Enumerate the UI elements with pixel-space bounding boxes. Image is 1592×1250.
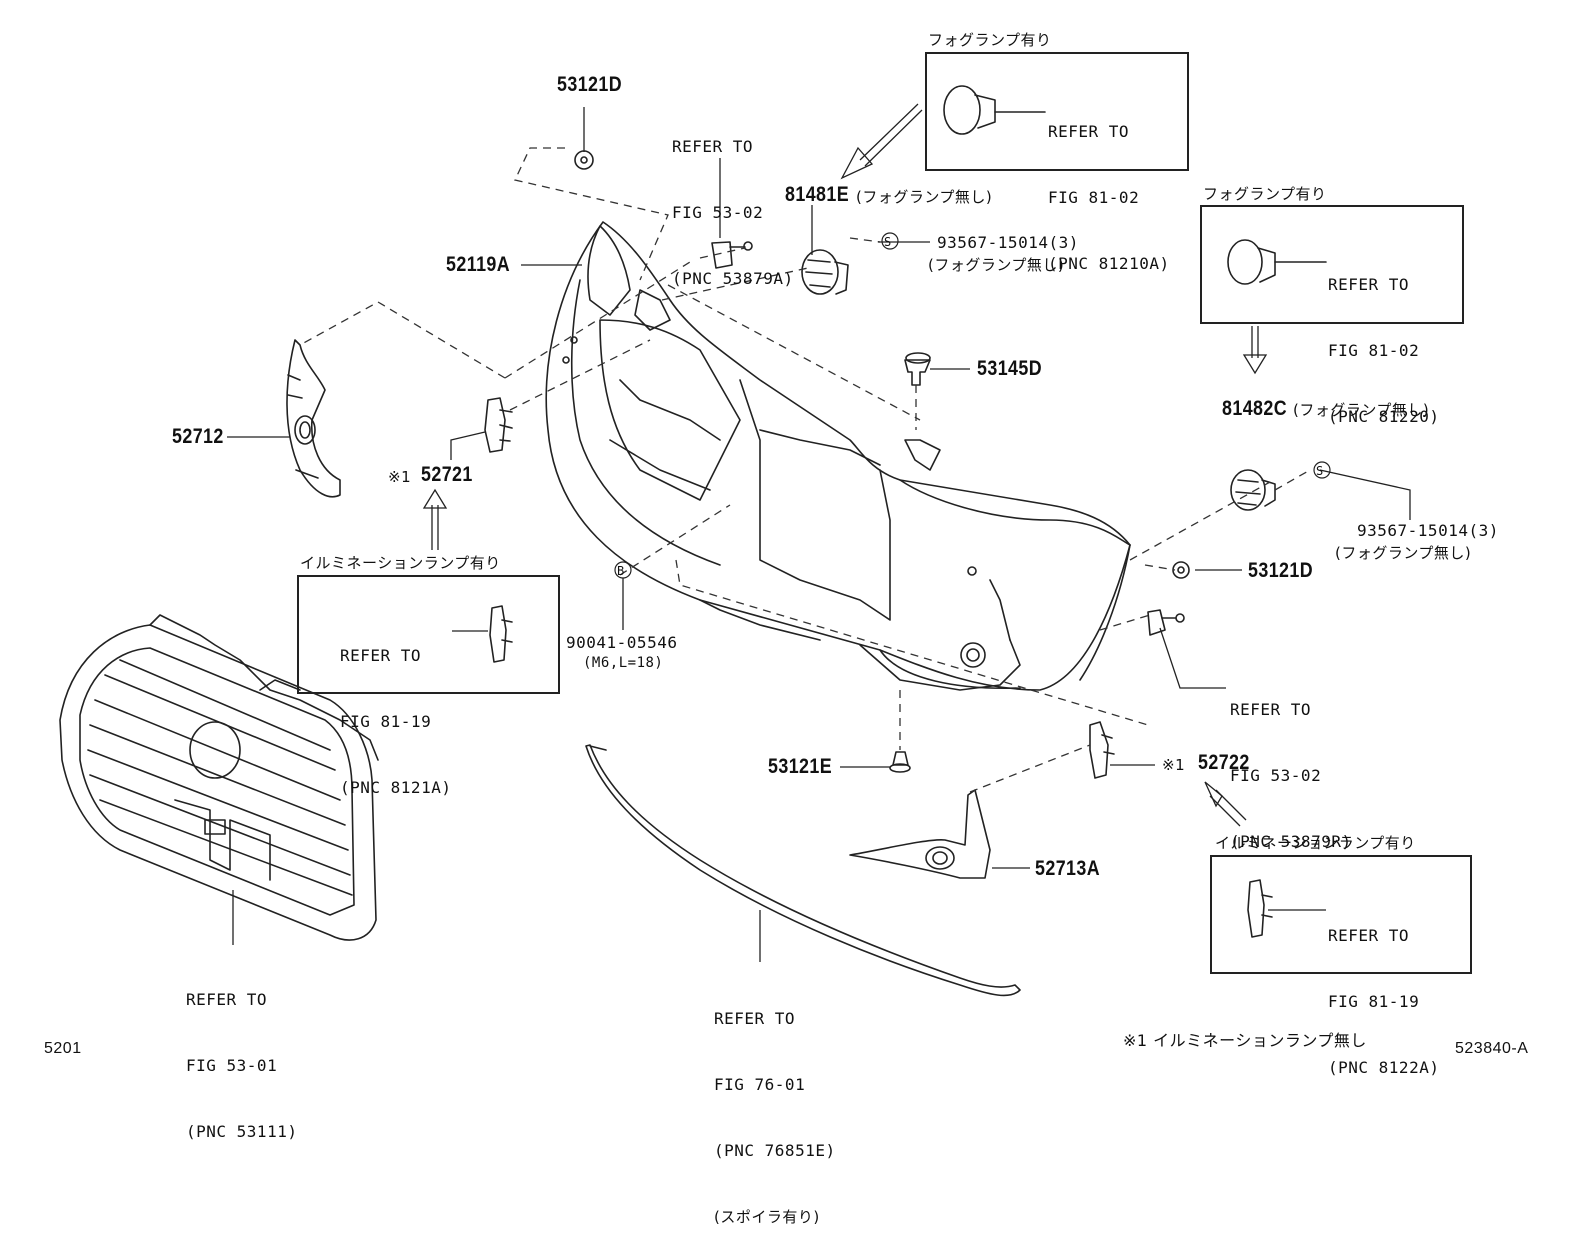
- bumper-cover-drawing: [545, 221, 1131, 691]
- part-52712[interactable]: 52712: [172, 425, 224, 448]
- side-panel-left-drawing: [286, 339, 341, 498]
- fog-right-title: フォグランプ有り: [1203, 185, 1327, 203]
- part-53121D-right[interactable]: 53121D: [1248, 559, 1314, 582]
- illum-lamp-left-drawing: [484, 397, 513, 453]
- ref-8122A-line1: REFER TO: [1328, 926, 1410, 945]
- ref-53879A-line2: FIG 53-02: [672, 203, 764, 222]
- illum-lamp-right-box: [1210, 855, 1472, 974]
- illum-lamp-left-box: [297, 575, 560, 694]
- fog-lamp-right-box: [1200, 205, 1464, 324]
- part-81481E[interactable]: 81481E: [785, 183, 850, 206]
- ref-81220-line3: (PNC 81220): [1328, 407, 1440, 426]
- part-53121D-top[interactable]: 53121D: [557, 73, 623, 96]
- ref-53879R[interactable]: REFER TO FIG 53-02 (PNC 53879R): [1230, 655, 1352, 875]
- ref-53111-line1: REFER TO: [186, 990, 268, 1009]
- ref-81210A-line3: (PNC 81210A): [1048, 254, 1170, 273]
- footer-right-code: 523840-A: [1455, 1040, 1529, 1057]
- part-53145D[interactable]: 53145D: [977, 357, 1043, 380]
- ref-81220-line2: FIG 81-02: [1328, 341, 1420, 360]
- ref-8122A-line3: (PNC 8122A): [1328, 1058, 1440, 1077]
- ref-53879R-line3: (PNC 53879R): [1230, 832, 1352, 851]
- ref-8121A-line3: (PNC 8121A): [340, 778, 452, 797]
- ref-81210A-line1: REFER TO: [1048, 122, 1130, 141]
- ref-76851E[interactable]: REFER TO FIG 76-01 (PNC 76851E) (スポイラ有り): [714, 964, 836, 1250]
- footer-left-code: 5201: [44, 1040, 82, 1057]
- illum-box-lamps-drawing: [489, 605, 1273, 938]
- spoiler-drawing: [585, 744, 1021, 997]
- part-53121E[interactable]: 53121E: [768, 755, 833, 778]
- ref-8121A[interactable]: REFER TO FIG 81-19 (PNC 8121A): [340, 601, 451, 821]
- footer-note: ※1 イルミネーションランプ無し: [1123, 1031, 1367, 1050]
- note-mark-52721: ※1: [388, 468, 412, 486]
- part-52119A[interactable]: 52119A: [446, 253, 511, 276]
- part-52722[interactable]: 52722: [1198, 751, 1250, 774]
- ref-81210A[interactable]: REFER TO FIG 81-02 (PNC 81210A): [1048, 77, 1170, 297]
- ref-53111-line3: (PNC 53111): [186, 1122, 298, 1141]
- illum-lamp-right-drawing: [1089, 721, 1115, 779]
- symbol-s-top: S: [884, 235, 892, 249]
- ref-76851E-line1: REFER TO: [714, 1009, 796, 1028]
- side-panel-right-drawing: [849, 789, 991, 879]
- note-mark-52722: ※1: [1162, 756, 1186, 774]
- fog-cover-right-drawing: [1230, 469, 1276, 511]
- ref-81220-line1: REFER TO: [1328, 275, 1410, 294]
- ref-53879A-line3: (PNC 53879A): [672, 269, 794, 288]
- note-93567-top: (フォグランプ無し): [928, 256, 1065, 274]
- part-93567-top[interactable]: 93567-15014(3): [937, 233, 1079, 252]
- part-93567-right[interactable]: 93567-15014(3): [1357, 521, 1499, 540]
- fog-lamp-top-box: [925, 52, 1189, 171]
- ref-8121A-line1: REFER TO: [340, 646, 422, 665]
- ref-53111[interactable]: REFER TO FIG 53-01 (PNC 53111): [186, 945, 297, 1165]
- ref-81220[interactable]: REFER TO FIG 81-02 (PNC 81220): [1328, 230, 1439, 450]
- part-52721[interactable]: 52721: [421, 463, 473, 486]
- ref-8122A[interactable]: REFER TO FIG 81-19 (PNC 8122A): [1328, 881, 1439, 1101]
- ref-53111-line2: FIG 53-01: [186, 1056, 278, 1075]
- illum-right-title: イルミネーションランプ有り: [1215, 834, 1416, 852]
- ref-53879A[interactable]: REFER TO FIG 53-02 (PNC 53879A): [672, 92, 794, 312]
- symbol-s-right: S: [1316, 464, 1324, 478]
- note-90041: (M6,L=18): [583, 655, 664, 671]
- part-52713A[interactable]: 52713A: [1035, 857, 1101, 880]
- fog-cover-left-drawing: [801, 249, 849, 295]
- note-81481E: (フォグランプ無し): [856, 188, 993, 206]
- fog-lamp-top-drawing: [943, 85, 1046, 135]
- ref-81210A-line2: FIG 81-02: [1048, 188, 1140, 207]
- part-90041[interactable]: 90041-05546: [566, 633, 678, 652]
- ref-76851E-line3: (PNC 76851E): [714, 1141, 836, 1160]
- fog-lamp-right-drawing: [1227, 239, 1327, 285]
- parts-diagram-art: [59, 85, 1411, 997]
- fog-top-title: フォグランプ有り: [928, 31, 1052, 49]
- ref-53879R-line1: REFER TO: [1230, 700, 1312, 719]
- grille-drawing: [59, 614, 379, 941]
- symbol-b: B: [617, 564, 625, 578]
- note-93567-right: (フォグランプ無し): [1335, 544, 1472, 562]
- ref-76851E-note: (スポイラ有り): [714, 1208, 820, 1226]
- ref-53879R-line2: FIG 53-02: [1230, 766, 1322, 785]
- ref-8122A-line2: FIG 81-19: [1328, 992, 1420, 1011]
- ref-53879A-line1: REFER TO: [672, 137, 754, 156]
- illum-left-title: イルミネーションランプ有り: [300, 554, 501, 572]
- part-81482C[interactable]: 81482C: [1222, 397, 1288, 420]
- note-81482C: (フォグランプ無し): [1293, 401, 1430, 419]
- ref-8121A-line2: FIG 81-19: [340, 712, 432, 731]
- ref-76851E-line2: FIG 76-01: [714, 1075, 806, 1094]
